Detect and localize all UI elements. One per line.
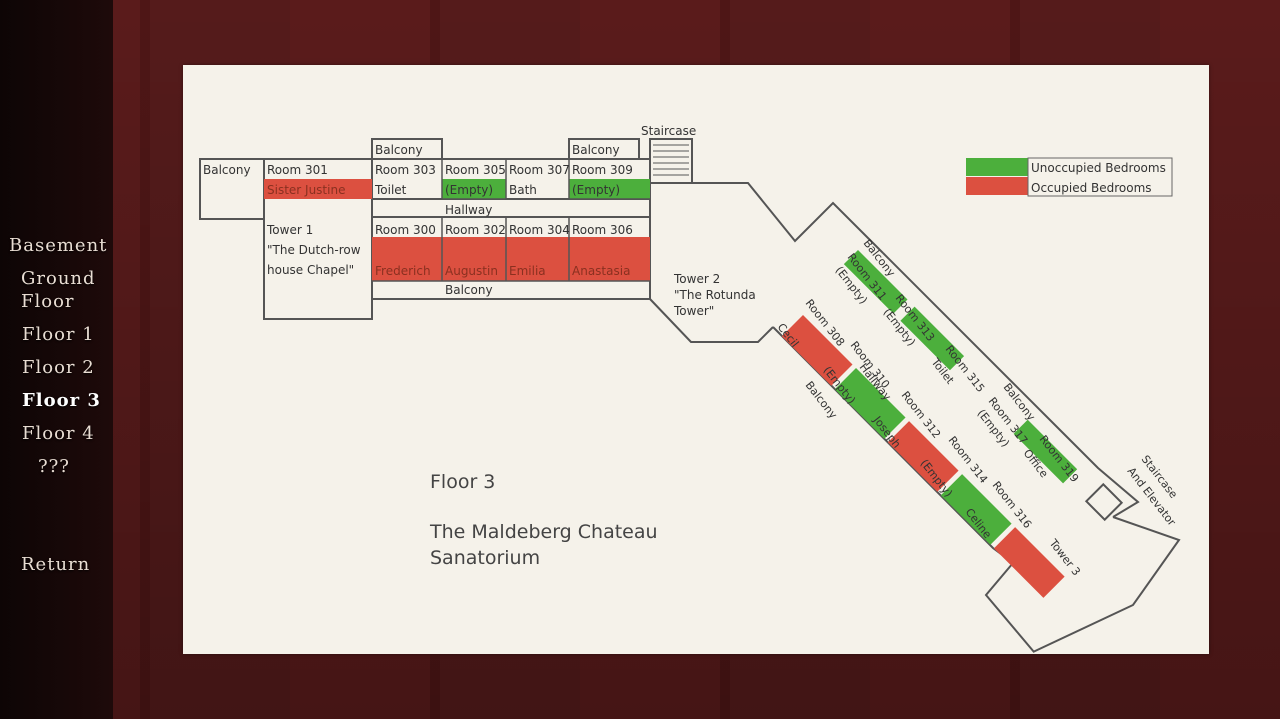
label-room-305: Room 305 xyxy=(445,163,506,177)
label-room-306: Room 306 xyxy=(572,223,633,237)
label-room-302: Room 302 xyxy=(445,223,506,237)
label-room-306-occupant: Anastasia xyxy=(572,264,630,278)
label-staircase-top: Staircase xyxy=(641,124,696,138)
room-304-fill xyxy=(506,237,569,281)
building-name-line1: The Maldeberg Chateau xyxy=(430,521,658,543)
room-302-fill xyxy=(442,237,506,281)
room-314-fill xyxy=(940,474,1012,545)
legend-occupied-swatch xyxy=(966,177,1028,195)
menu-floor-3[interactable]: Floor 3 xyxy=(22,390,101,411)
label-tower1-c: house Chapel" xyxy=(267,263,354,277)
menu-ground-floor-line2[interactable]: Floor xyxy=(21,291,75,312)
label-room-309-occupant: (Empty) xyxy=(572,183,620,197)
menu-floor-4[interactable]: Floor 4 xyxy=(22,423,95,444)
room-306-fill xyxy=(569,237,650,281)
label-tower2-a: Tower 2 xyxy=(673,272,720,286)
room-300-fill xyxy=(372,237,442,281)
room-311-fill xyxy=(843,250,908,314)
return-button[interactable]: Return xyxy=(21,554,91,575)
label-room-303: Room 303 xyxy=(375,163,436,177)
room-305-fill xyxy=(442,179,506,199)
room-308-fill xyxy=(781,315,853,386)
label-room-314: Room 314 xyxy=(946,434,991,486)
menu-unknown[interactable]: ??? xyxy=(38,456,70,477)
menu-ground-floor-line1[interactable]: Ground xyxy=(21,268,96,289)
label-tower1-a: Tower 1 xyxy=(266,223,313,237)
menu-basement[interactable]: Basement xyxy=(9,235,108,256)
floor-title: Floor 3 xyxy=(430,471,496,493)
label-tower2-b: "The Rotunda xyxy=(674,288,756,302)
label-room-300: Room 300 xyxy=(375,223,436,237)
menu-floor-2[interactable]: Floor 2 xyxy=(22,357,95,378)
label-room-307: Room 307 xyxy=(509,163,570,177)
label-room-304: Room 304 xyxy=(509,223,570,237)
label-room-301-occupant: Sister Justine xyxy=(267,183,345,197)
label-toilet-303: Toilet xyxy=(374,183,407,197)
label-balcony-left: Balcony xyxy=(203,163,251,177)
menu-floor-1[interactable]: Floor 1 xyxy=(22,324,95,345)
room-313-fill xyxy=(900,306,965,371)
room-301-fill xyxy=(264,179,372,199)
legend-unoccupied-label: Unoccupied Bedrooms xyxy=(1031,161,1166,175)
room-312-fill xyxy=(887,421,959,492)
label-bath-307: Bath xyxy=(509,183,537,197)
legend-unoccupied-swatch xyxy=(966,158,1028,176)
room-316-fill xyxy=(993,527,1065,598)
room-317-fill xyxy=(1013,419,1078,484)
label-room-301: Room 301 xyxy=(267,163,328,177)
building-name-line2: Sanatorium xyxy=(430,547,541,569)
floor-plan: Unoccupied Bedrooms Occupied Bedrooms Ba… xyxy=(199,124,1181,653)
room-310-fill xyxy=(834,368,906,439)
label-room-309: Room 309 xyxy=(572,163,633,177)
label-room-305-occupant: (Empty) xyxy=(445,183,493,197)
label-room-302-occupant: Augustin xyxy=(445,264,498,278)
floor-menu: Basement Ground Floor Floor 1 Floor 2 Fl… xyxy=(0,0,113,719)
label-balcony-bottom: Balcony xyxy=(445,283,493,297)
label-room-304-occupant: Emilia xyxy=(509,264,546,278)
legend-occupied-label: Occupied Bedrooms xyxy=(1031,181,1152,195)
room-309-fill xyxy=(569,179,650,199)
label-tower2-c: Tower" xyxy=(673,304,714,318)
label-room-300-occupant: Frederich xyxy=(375,264,431,278)
label-tower1-b: "The Dutch-row xyxy=(267,243,361,257)
label-balcony-309: Balcony xyxy=(572,143,620,157)
floor-map: Unoccupied Bedrooms Occupied Bedrooms Ba… xyxy=(183,65,1209,654)
label-balcony-303: Balcony xyxy=(375,143,423,157)
label-hallway-left: Hallway xyxy=(445,203,492,217)
